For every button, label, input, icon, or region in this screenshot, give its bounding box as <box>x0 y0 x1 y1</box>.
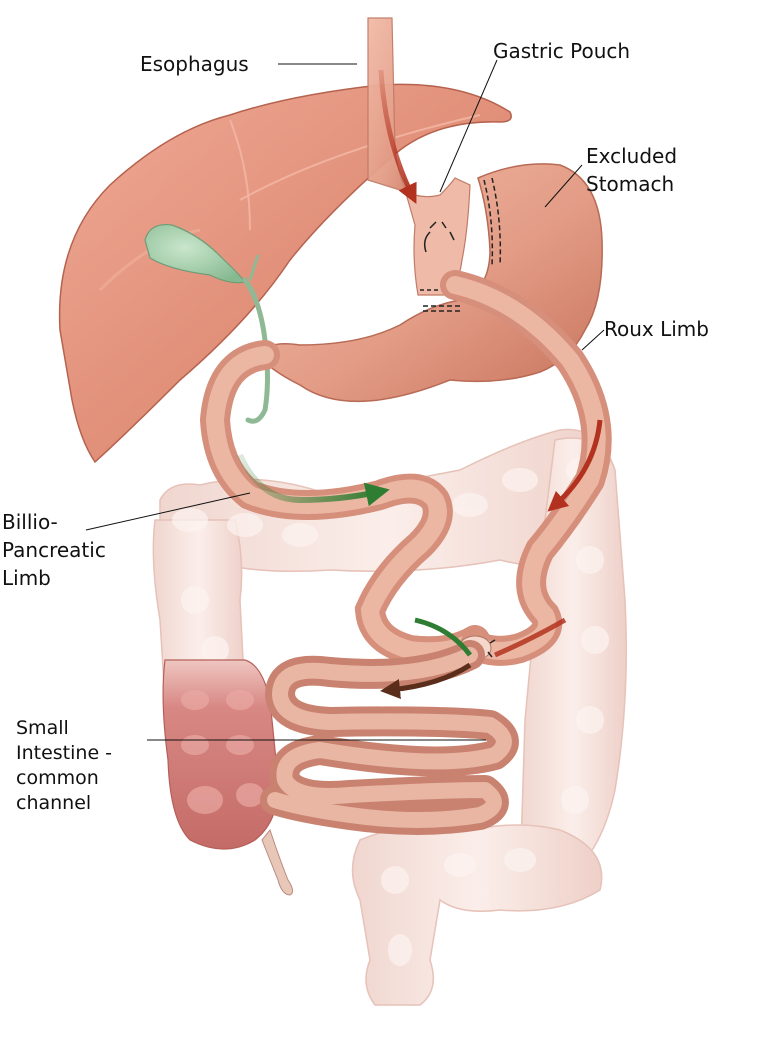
food-arrow-roux-limb <box>547 419 603 512</box>
appendix <box>261 828 294 896</box>
leader-lines <box>85 59 605 741</box>
sigmoid-colon <box>351 823 603 1006</box>
label-excluded-stomach: Excluded Stomach <box>586 144 678 196</box>
gallbladder <box>144 223 270 424</box>
label-common-channel: Small Intestine - common channel <box>16 717 113 814</box>
staple-line-stomach <box>423 177 502 312</box>
bile-duct <box>242 277 270 424</box>
bile-arrow-lower <box>414 617 473 657</box>
leader-roux-limb <box>581 329 605 351</box>
mixed-arrow-common-channel <box>380 662 472 699</box>
leader-gastric-pouch <box>439 59 498 193</box>
label-biliopancreatic-limb: Billio- Pancreatic Limb <box>2 510 106 590</box>
label-roux-limb: Roux Limb <box>604 317 709 341</box>
gastric-pouch <box>403 177 471 296</box>
food-arrow-esophagus <box>378 69 417 204</box>
bile-arrow-bp-limb <box>237 453 390 507</box>
leader-excluded-stomach <box>544 164 583 208</box>
label-esophagus: Esophagus <box>140 52 249 76</box>
label-gastric-pouch: Gastric Pouch <box>493 39 631 63</box>
food-arrow-roux-lower <box>494 617 567 658</box>
leader-bp-limb <box>85 492 251 531</box>
